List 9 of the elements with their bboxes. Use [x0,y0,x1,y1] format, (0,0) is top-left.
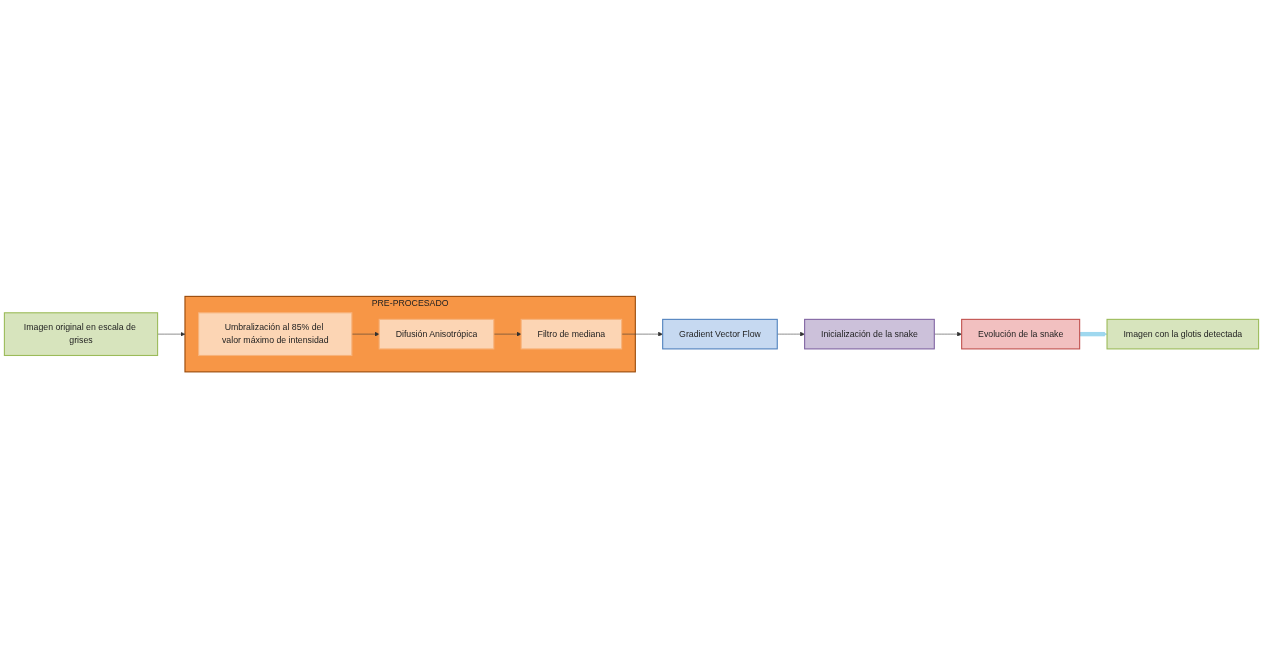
node-box: Filtro de mediana [520,318,623,350]
node-box: Imagen con la glotis detectada [1106,318,1260,350]
node-box: Evolución de la snake [961,318,1081,350]
node-box: Umbralización al 85% del valor máximo de intensidad [198,312,353,356]
arrow [1079,331,1108,337]
node-box: Gradient Vector Flow [662,318,778,350]
node-box: Imagen original en escala de grises [3,312,159,356]
node-box: Difusión Anisotrópica [378,318,495,350]
node-box: Inicialización de la snake [804,318,935,350]
